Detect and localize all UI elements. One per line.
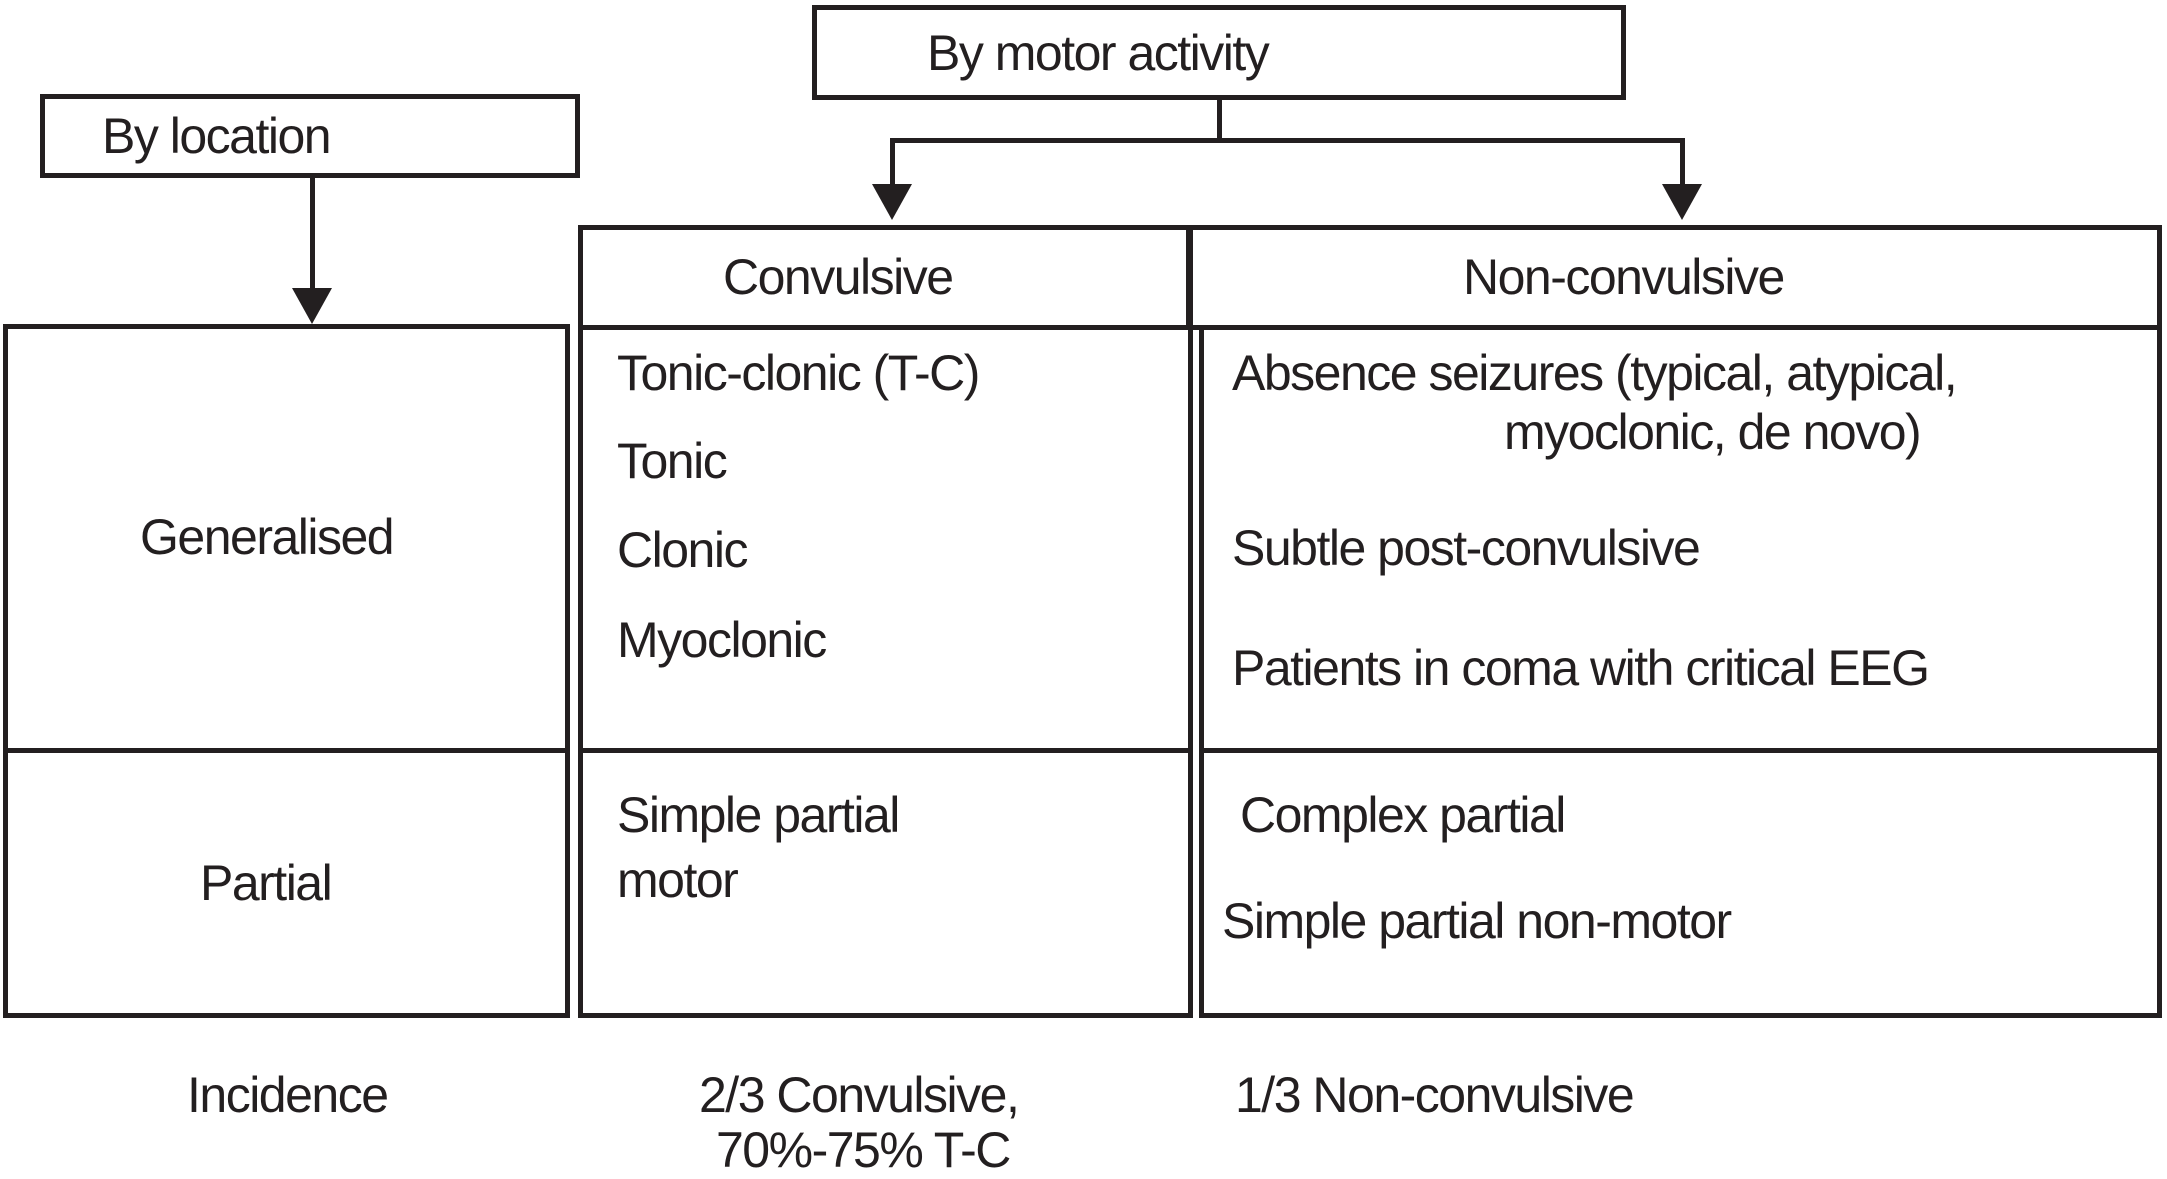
cell-item-subtle-post-convulsive: Subtle post-convulsive — [1232, 520, 1701, 576]
location-row-divider — [3, 748, 570, 753]
by-motor-activity-box: By motor activity — [812, 5, 1626, 100]
motor-connector-stem-line — [1217, 98, 1222, 143]
column-header-convulsive: Convulsive — [723, 249, 954, 305]
by-location-box: By location — [40, 94, 580, 178]
cell-item-absence-line2: myoclonic, de novo) — [1504, 404, 1922, 460]
cell-item-absence-line1: Absence seizures (typical, atypical, — [1232, 345, 1958, 401]
arrow-down-to-nonconvulsive-icon — [1662, 184, 1702, 220]
convulsive-column-box — [578, 225, 1193, 1018]
nonconvulsive-partial-cell-box — [1199, 748, 2162, 1018]
cell-item-tonic: Tonic — [617, 433, 728, 489]
incidence-convulsive-line1: 2/3 Convulsive, — [699, 1067, 1020, 1123]
cell-item-simple-partial-line2: motor — [617, 852, 739, 908]
incidence-nonconvulsive: 1/3 Non-convulsive — [1235, 1067, 1635, 1123]
row-label-partial: Partial — [200, 855, 333, 911]
nonconvulsive-generalised-cell-box — [1199, 330, 2162, 748]
cell-item-myoclonic: Myoclonic — [617, 612, 827, 668]
by-motor-activity-label: By motor activity — [927, 24, 1270, 81]
cell-item-coma-critical-eeg: Patients in coma with critical EEG — [1232, 640, 1930, 696]
column-header-nonconvulsive: Non-convulsive — [1463, 249, 1785, 305]
nonconvulsive-header-box — [1186, 225, 2162, 330]
arrow-down-to-location-table-icon — [292, 288, 332, 324]
cell-item-simple-partial-non-motor: Simple partial non-motor — [1222, 893, 1732, 949]
arrow-down-to-convulsive-icon — [872, 184, 912, 220]
cell-item-complex-partial: Complex partial — [1240, 787, 1566, 843]
convulsive-drop-line — [890, 138, 895, 190]
cell-item-simple-partial-line1: Simple partial — [617, 787, 900, 843]
convulsive-header-divider — [578, 325, 1193, 330]
location-drop-line — [310, 178, 315, 290]
cell-item-tonic-clonic: Tonic-clonic (T-C) — [617, 345, 980, 401]
row-label-generalised: Generalised — [140, 509, 395, 565]
location-column-box — [3, 324, 570, 1018]
convulsive-row-divider — [578, 748, 1193, 753]
nonconvulsive-drop-line — [1680, 138, 1685, 190]
cell-item-clonic: Clonic — [617, 522, 748, 578]
motor-connector-branch-line — [890, 138, 1685, 143]
incidence-convulsive-line2: 70%-75% T-C — [716, 1122, 1011, 1178]
by-location-label: By location — [102, 108, 332, 164]
incidence-label: Incidence — [187, 1067, 389, 1123]
